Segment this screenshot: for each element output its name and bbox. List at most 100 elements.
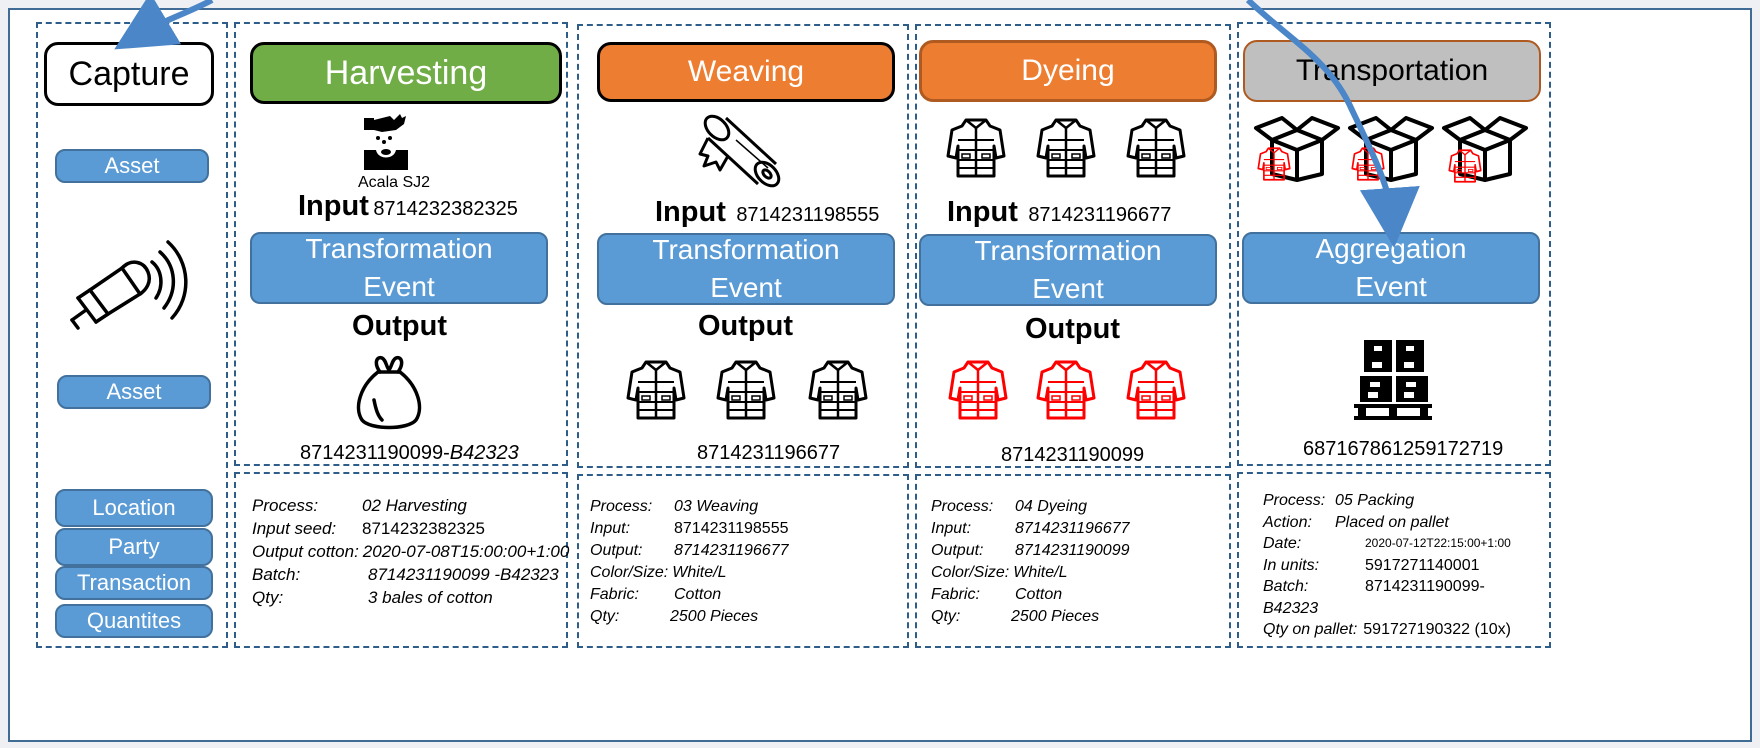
event-line1: Transformation	[305, 233, 493, 264]
detail-key: Qty:	[931, 608, 961, 625]
harvesting-header: Harvesting	[250, 42, 562, 104]
weaving-output-code: 8714231196677	[697, 442, 841, 464]
output-code: 8714231190099-	[300, 442, 450, 464]
dyeing-output-label: Output	[1025, 313, 1121, 345]
dyeing-transformation-event: Transformation Event	[919, 234, 1217, 306]
dyeing-upper-panel	[915, 24, 1231, 468]
weaving-output-label: Output	[698, 310, 794, 342]
detail-value: 2020-07-12T22:15:00+1:00	[1365, 536, 1511, 550]
quantites-badge: Quantites	[55, 604, 213, 638]
detail-value: 8714231190099-	[1365, 578, 1485, 595]
harvesting-output-code: 8714231190099-B42323	[300, 442, 519, 465]
event-line1: Transformation	[974, 235, 1162, 266]
detail-value: 8714232382325	[362, 519, 485, 538]
input-code: 8714232382325	[373, 198, 518, 220]
detail-key: Qty:	[590, 608, 620, 625]
weaving-input: Input 8714231198555	[655, 196, 879, 229]
detail-value: 2500 Pieces	[670, 608, 759, 625]
detail-key: Fabric:	[931, 586, 980, 603]
dyeing-details: Process: 04 Dyeing Input: 8714231196677 Ou…	[931, 496, 1130, 628]
detail-value: 5917271140001	[1365, 556, 1480, 574]
detail-value: 8714231196677	[674, 542, 789, 559]
detail-value: 04 Dyeing	[1015, 498, 1088, 515]
detail-value: 591727190322 (10x)	[1363, 621, 1511, 638]
weaving-header: Weaving	[597, 42, 895, 102]
detail-value: 8714231190099	[1015, 542, 1130, 559]
harvesting-input: Input 8714232382325	[298, 190, 518, 223]
event-line2: Event	[363, 271, 435, 302]
detail-key: Process:	[931, 498, 994, 515]
detail-value: 8714231190099 -B42323	[368, 565, 559, 584]
input-code: 8714231196677	[1028, 204, 1172, 226]
seed-label: Acala SJ2	[358, 174, 431, 191]
harvesting-transformation-event: Transformation Event	[250, 232, 548, 304]
transport-arrow	[1245, 0, 1420, 248]
detail-value: 2020-07-08T15:00:00+1:00	[362, 542, 570, 561]
detail-value: 02 Harvesting	[362, 496, 467, 515]
detail-key: Qty:	[252, 588, 284, 607]
fabric-roll-icon	[698, 114, 781, 188]
detail-key: Batch:	[252, 565, 301, 584]
detail-value: 2500 Pieces	[1011, 608, 1100, 625]
input-label: Input	[298, 190, 369, 222]
detail-value: 05 Packing	[1335, 492, 1415, 509]
dyeing-input: Input 8714231196677	[947, 196, 1171, 229]
weaving-details: Process: 03 Weaving Input: 8714231198555 O…	[590, 496, 789, 628]
detail-value: B42323	[1263, 599, 1319, 617]
detail-value: Cotton	[674, 586, 722, 603]
detail-value: White/L	[672, 564, 727, 581]
transportation-upper-panel	[1237, 22, 1551, 466]
detail-key: Process:	[252, 496, 319, 515]
detail-value: 8714231196677	[1015, 520, 1130, 537]
weaving-transformation-event: Transformation Event	[597, 233, 895, 305]
capture-header: Capture	[44, 42, 214, 106]
detail-key: Date:	[1263, 535, 1302, 552]
detail-key: Action:	[1263, 513, 1312, 531]
detail-key: Process:	[1263, 492, 1326, 509]
harvesting-details: Process: 02 Harvesting Input seed: 8714232…	[252, 494, 569, 609]
detail-value: Cotton	[1015, 586, 1063, 603]
party-badge: Party	[55, 528, 213, 566]
weaving-details-panel	[577, 474, 909, 648]
detail-key: Output cotton:	[252, 542, 359, 561]
cotton-bag-icon	[356, 355, 422, 430]
event-line2: Event	[1355, 271, 1427, 302]
capture-arrow	[114, 0, 214, 50]
detail-key: Color/Size:	[931, 564, 1010, 581]
detail-key: Process:	[590, 498, 653, 515]
detail-key: Batch:	[1263, 578, 1309, 595]
dyeing-details-panel	[915, 474, 1231, 648]
event-line2: Event	[710, 272, 782, 303]
transportation-details: Process: 05 Packing Action: Placed on pall…	[1263, 490, 1511, 641]
detail-key: Input:	[931, 520, 972, 537]
asset-top-badge: Asset	[55, 149, 209, 183]
seed-planting-icon	[364, 114, 408, 170]
output-batch: B42323	[449, 442, 519, 464]
transportation-output-code: 687167861259172719	[1303, 438, 1504, 460]
event-line2: Event	[1032, 273, 1104, 304]
transportation-details-panel	[1237, 472, 1551, 648]
location-badge: Location	[55, 489, 213, 527]
harvesting-upper-panel	[234, 22, 568, 466]
detail-value: 03 Weaving	[674, 498, 759, 515]
input-label: Input	[947, 196, 1018, 228]
rfid-scanner-icon	[70, 240, 188, 330]
dyeing-header: Dyeing	[919, 40, 1217, 102]
harvesting-details-panel	[234, 472, 568, 648]
detail-key: Input:	[590, 520, 631, 537]
detail-key: Input seed:	[252, 519, 337, 538]
transaction-badge: Transaction	[55, 566, 213, 600]
detail-key: Fabric:	[590, 586, 639, 603]
input-code: 8714231198555	[736, 204, 880, 226]
detail-key: Qty on pallet:	[1263, 621, 1358, 638]
harvesting-output-label: Output	[352, 310, 448, 342]
detail-key: Output:	[590, 542, 643, 559]
input-label: Input	[655, 196, 726, 228]
detail-value: White/L	[1013, 564, 1068, 581]
detail-value: 8714231198555	[674, 520, 789, 537]
asset-bottom-badge: Asset	[57, 375, 211, 409]
detail-key: Output:	[931, 542, 984, 559]
detail-value: 3 bales of cotton	[368, 588, 493, 607]
detail-value: Placed on pallet	[1335, 513, 1449, 531]
